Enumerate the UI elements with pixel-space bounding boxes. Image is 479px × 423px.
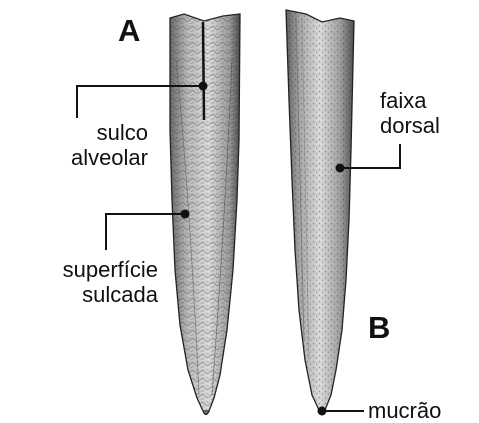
label-faixa-dorsal: faixa dorsal [380,88,475,138]
dot-superficie-sulcada [181,210,190,219]
label-sulco-alveolar-line1: sulco [0,120,148,145]
specimen-b [286,10,354,414]
dot-mucrao [318,407,327,416]
alveolar-groove [203,22,204,120]
panel-letter-a: A [118,15,140,46]
label-superficie-sulcada: superfície sulcada [0,257,158,307]
dot-faixa-dorsal [336,164,345,173]
label-sulco-alveolar: sulco alveolar [0,120,148,170]
label-mucrao-line1: mucrão [368,398,478,423]
label-superficie-sulcada-line1: superfície [0,257,158,282]
label-sulco-alveolar-line2: alveolar [0,145,148,170]
label-superficie-sulcada-line2: sulcada [0,282,158,307]
label-faixa-dorsal-line1: faixa [380,88,475,113]
label-mucrao: mucrão [368,398,478,423]
label-faixa-dorsal-line2: dorsal [380,113,475,138]
dot-sulco-alveolar [199,82,208,91]
panel-letter-b: B [368,312,390,343]
